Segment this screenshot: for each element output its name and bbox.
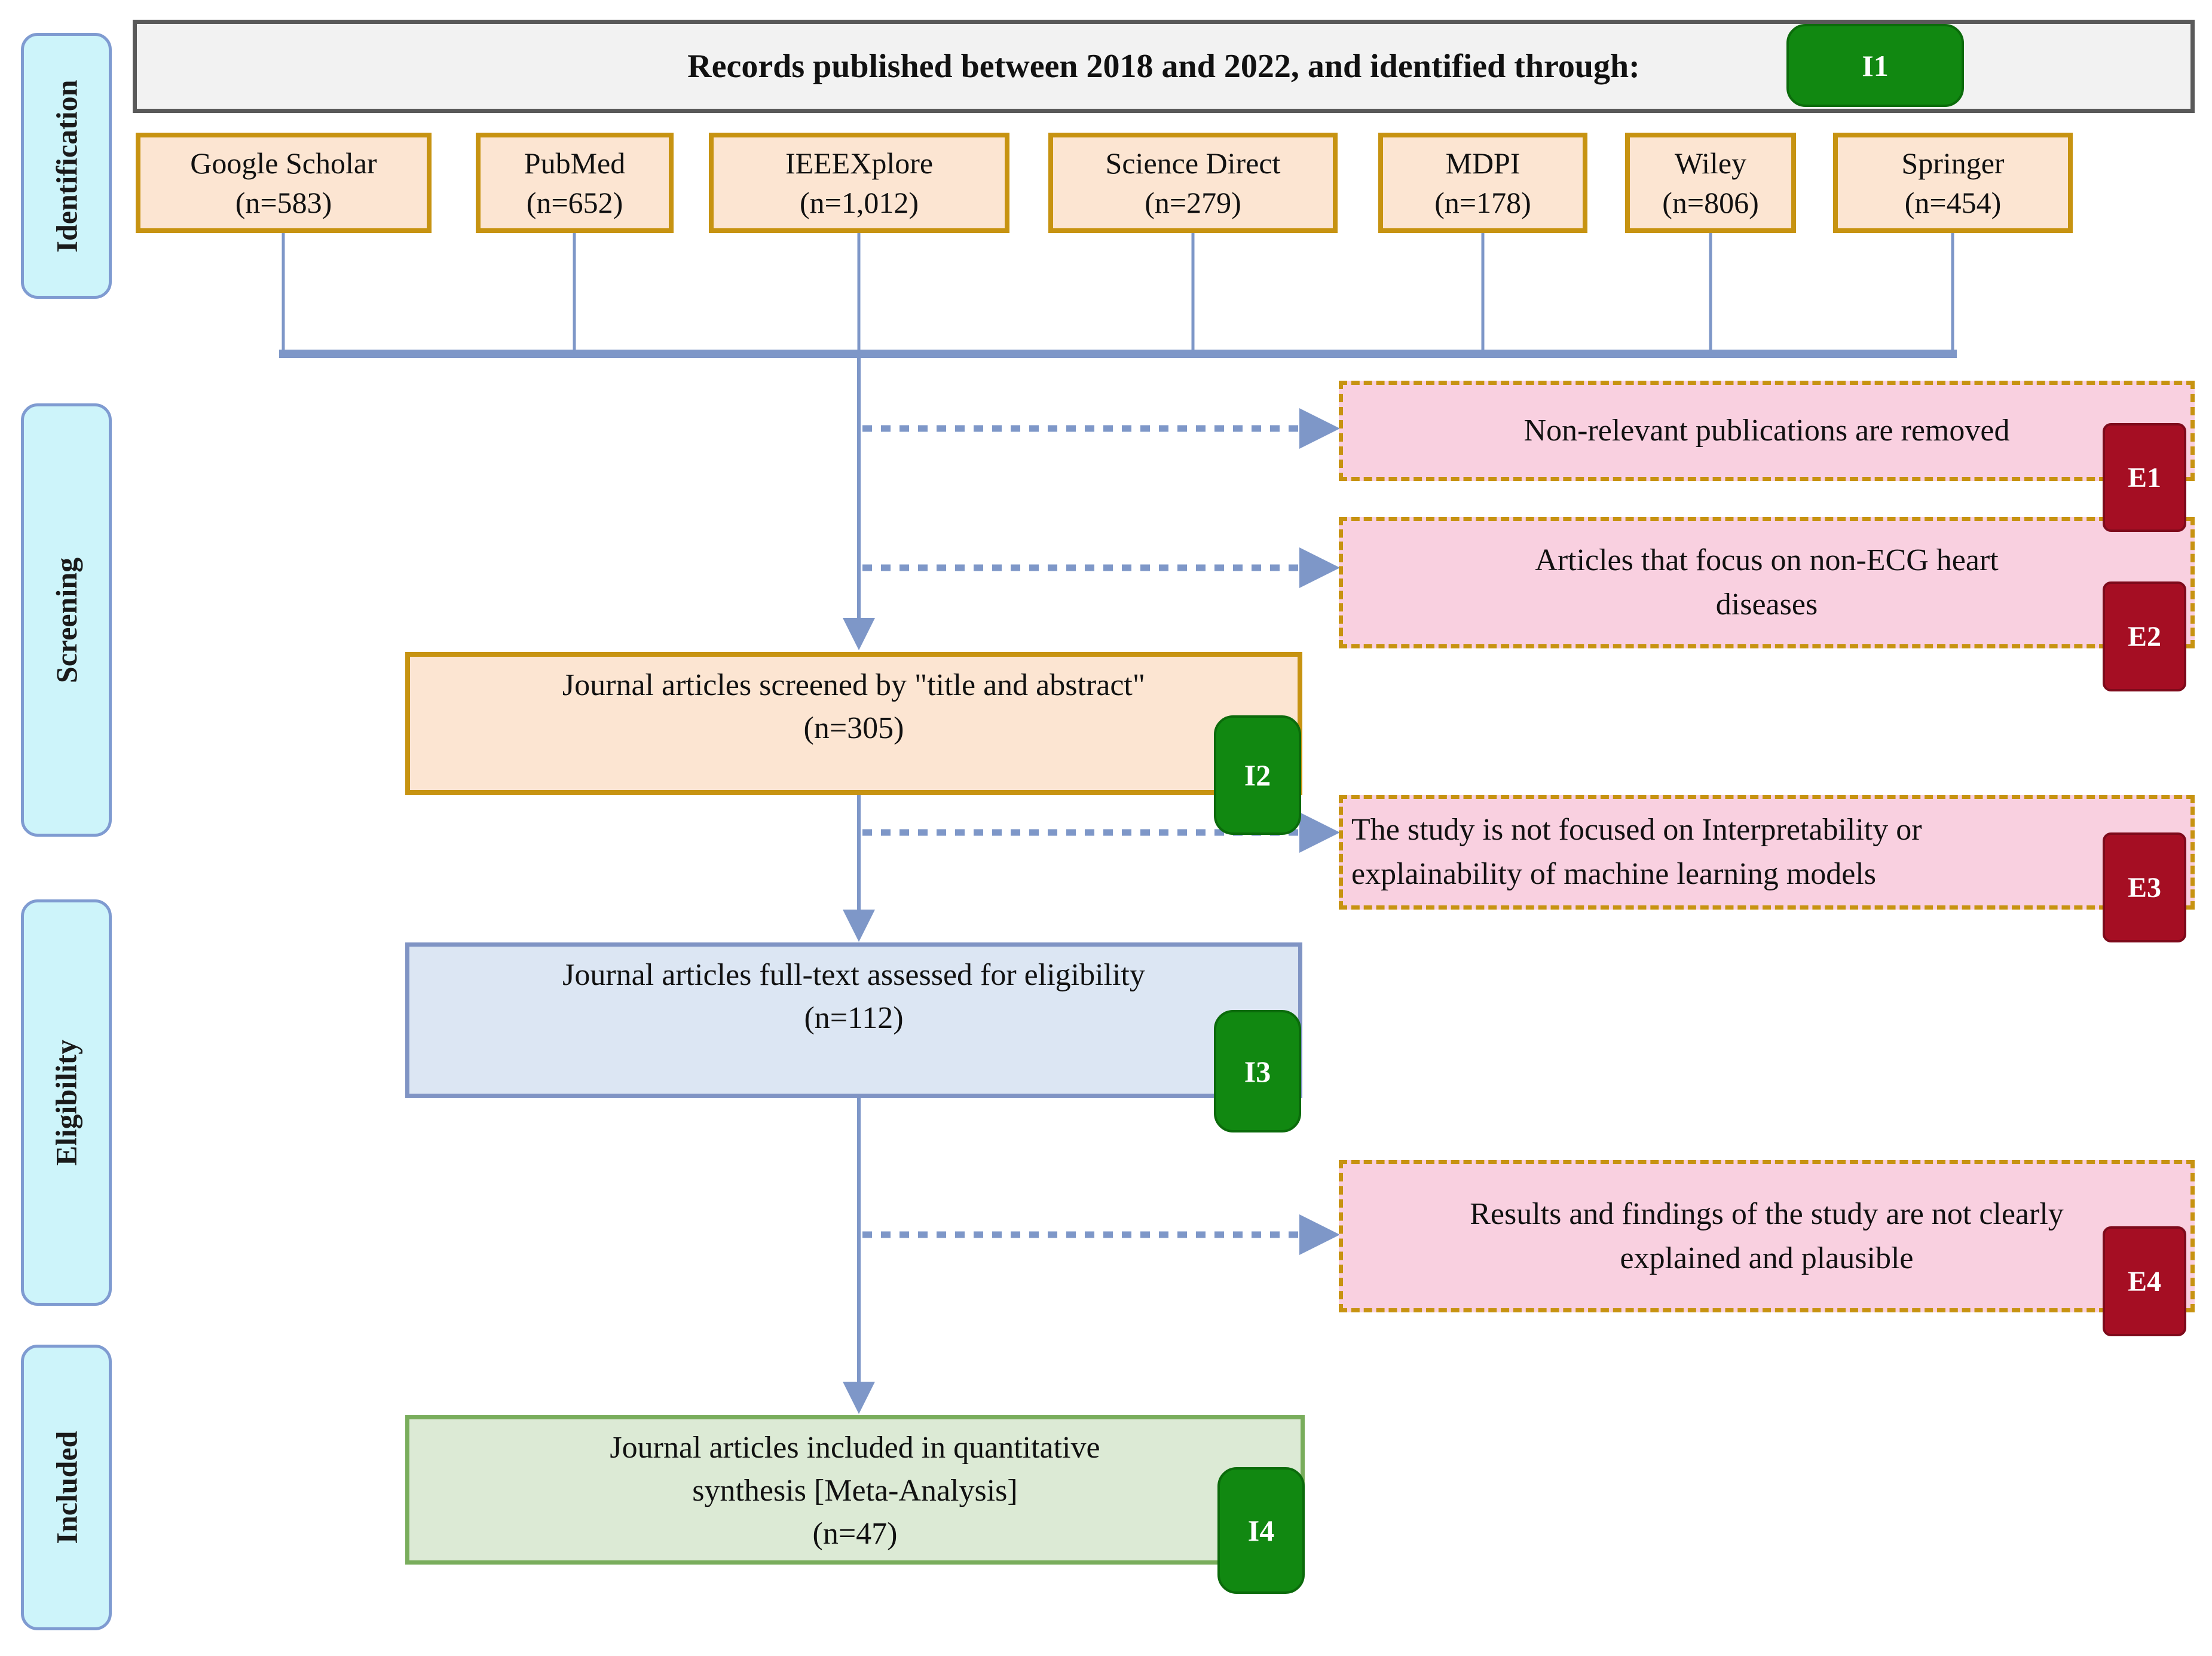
source-count: (n=1,012)	[800, 186, 919, 219]
stage-screening-label: Screening	[50, 557, 83, 683]
process-count: (n=305)	[803, 711, 904, 745]
badge-i3-label: I3	[1244, 1054, 1271, 1088]
source-box-wiley: Wiley (n=806)	[1625, 133, 1796, 233]
source-count: (n=806)	[1662, 186, 1759, 219]
badge-i2-label: I2	[1244, 758, 1271, 792]
stage-eligibility: Eligibility	[21, 899, 112, 1306]
arrowhead-e3	[1299, 812, 1340, 853]
process-text: Journal articles included in quantitativ…	[610, 1431, 1100, 1465]
process-text-2: synthesis [Meta-Analysis]	[692, 1473, 1018, 1508]
arrowhead-to-eligibility	[843, 910, 875, 942]
arrowhead-to-screening	[843, 618, 875, 650]
stage-eligibility-label: Eligibility	[50, 1039, 84, 1166]
stage-included: Included	[21, 1345, 112, 1630]
source-name: MDPI	[1445, 146, 1520, 180]
source-drop-lines	[282, 232, 1954, 358]
badge-i4: I4	[1217, 1467, 1305, 1594]
source-count: (n=583)	[235, 186, 332, 219]
source-name: IEEEXplore	[785, 146, 934, 180]
badge-e3: E3	[2103, 832, 2186, 942]
source-name: PubMed	[524, 146, 626, 180]
exclusion-text: Non-relevant publications are removed	[1523, 414, 2010, 448]
stage-identification-label: Identification	[50, 79, 83, 252]
exclusion-text: Results and findings of the study are no…	[1470, 1196, 2064, 1231]
source-name: Science Direct	[1105, 146, 1281, 180]
badge-e1: E1	[2103, 423, 2186, 532]
header-text: Records published between 2018 and 2022,…	[687, 48, 1640, 85]
process-box-screened: Journal articles screened by "title and …	[405, 652, 1302, 795]
source-name: Google Scholar	[190, 146, 377, 180]
exclusion-box-e3: The study is not focused on Interpretabi…	[1339, 795, 2195, 910]
source-box-ieeexplore: IEEEXplore (n=1,012)	[709, 133, 1009, 233]
source-box-pubmed: PubMed (n=652)	[476, 133, 674, 233]
exclusion-box-e2: Articles that focus on non-ECG heart dis…	[1339, 517, 2195, 648]
source-box-springer: Springer (n=454)	[1833, 133, 2073, 233]
source-box-google-scholar: Google Scholar (n=583)	[136, 133, 432, 233]
arrowhead-e2	[1299, 547, 1340, 588]
source-count: (n=279)	[1145, 186, 1241, 219]
stage-included-label: Included	[50, 1431, 83, 1544]
source-count: (n=454)	[1904, 186, 2002, 219]
badge-i4-label: I4	[1247, 1514, 1275, 1547]
process-count: (n=47)	[812, 1516, 898, 1551]
exclusion-box-e1: Non-relevant publications are removed	[1339, 381, 2195, 481]
exclusion-text-2: explained and plausible	[1620, 1241, 1914, 1275]
arrowhead-e1	[1299, 408, 1340, 449]
badge-i3: I3	[1214, 1010, 1301, 1132]
process-text: Journal articles screened by "title and …	[562, 668, 1146, 702]
badge-e3-label: E3	[2127, 871, 2161, 904]
stage-screening: Screening	[21, 403, 112, 837]
exclusion-text: Articles that focus on non-ECG heart	[1535, 543, 1999, 578]
stage-identification: Identification	[21, 33, 112, 299]
process-text: Journal articles full-text assessed for …	[562, 958, 1145, 992]
arrowhead-e4	[1299, 1214, 1340, 1255]
badge-i1-label: I1	[1862, 48, 1889, 82]
badge-e1-label: E1	[2127, 461, 2161, 494]
source-box-mdpi: MDPI (n=178)	[1378, 133, 1587, 233]
badge-e4: E4	[2103, 1226, 2186, 1336]
process-box-included: Journal articles included in quantitativ…	[405, 1415, 1305, 1565]
source-name: Springer	[1901, 146, 2005, 180]
badge-e4-label: E4	[2127, 1265, 2161, 1297]
process-box-fulltext: Journal articles full-text assessed for …	[405, 942, 1302, 1098]
source-count: (n=652)	[526, 186, 623, 219]
badge-e2: E2	[2103, 581, 2186, 691]
exclusion-box-e4: Results and findings of the study are no…	[1339, 1160, 2195, 1312]
badge-i1: I1	[1786, 24, 1964, 107]
badge-e2-label: E2	[2127, 620, 2161, 653]
process-count: (n=112)	[804, 1000, 904, 1035]
arrowhead-to-included	[843, 1382, 875, 1414]
exclusion-text-2: explainability of machine learning model…	[1351, 857, 1876, 891]
exclusion-text-2: diseases	[1715, 587, 1818, 622]
source-count: (n=178)	[1434, 186, 1531, 219]
source-name: Wiley	[1674, 146, 1747, 180]
exclusion-arrowheads	[1299, 408, 1340, 1255]
exclusion-text: The study is not focused on Interpretabi…	[1351, 813, 1922, 847]
source-box-science-direct: Science Direct (n=279)	[1048, 133, 1338, 233]
badge-i2: I2	[1214, 715, 1301, 835]
